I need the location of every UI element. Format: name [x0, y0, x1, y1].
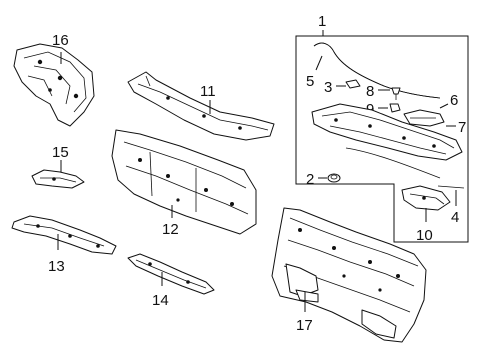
part-9-nut [389, 103, 401, 113]
callout-6: 6 [450, 92, 458, 109]
callout-16: 16 [52, 32, 69, 49]
group-1-box [295, 35, 469, 243]
leader-6 [439, 103, 449, 109]
part-8-screw [391, 87, 401, 100]
callout-13: 13 [48, 258, 65, 275]
callout-17: 17 [296, 317, 313, 334]
part-4-rod [437, 185, 465, 189]
callout-14: 14 [152, 292, 169, 309]
part-15-bracket [31, 169, 85, 189]
callout-5: 5 [306, 73, 314, 90]
part-13-rail [11, 215, 117, 255]
part-2-grommet [327, 173, 341, 183]
callout-8: 8 [366, 83, 374, 100]
part-17-firewall [271, 207, 427, 343]
part-12-dash-panel [111, 129, 257, 235]
callout-2: 2 [306, 171, 314, 188]
callout-3: 3 [324, 79, 332, 96]
part-7-cowl-top [311, 103, 463, 179]
callout-15: 15 [52, 144, 69, 161]
part-10-cowl-bracket [401, 185, 451, 211]
part-11-crossbar [127, 71, 275, 141]
leader-5 [315, 55, 323, 71]
callout-4: 4 [451, 209, 459, 226]
part-6-bracket [403, 109, 445, 127]
callout-12: 12 [162, 221, 179, 238]
callout-11: 11 [200, 83, 216, 100]
part-5-seal-strip [313, 42, 441, 99]
part-16-panel [13, 43, 95, 127]
part-14-rail [127, 253, 215, 295]
callout-7: 7 [458, 119, 466, 136]
callout-1: 1 [318, 13, 326, 30]
part-3-clip [345, 79, 361, 89]
callout-10: 10 [416, 227, 433, 244]
